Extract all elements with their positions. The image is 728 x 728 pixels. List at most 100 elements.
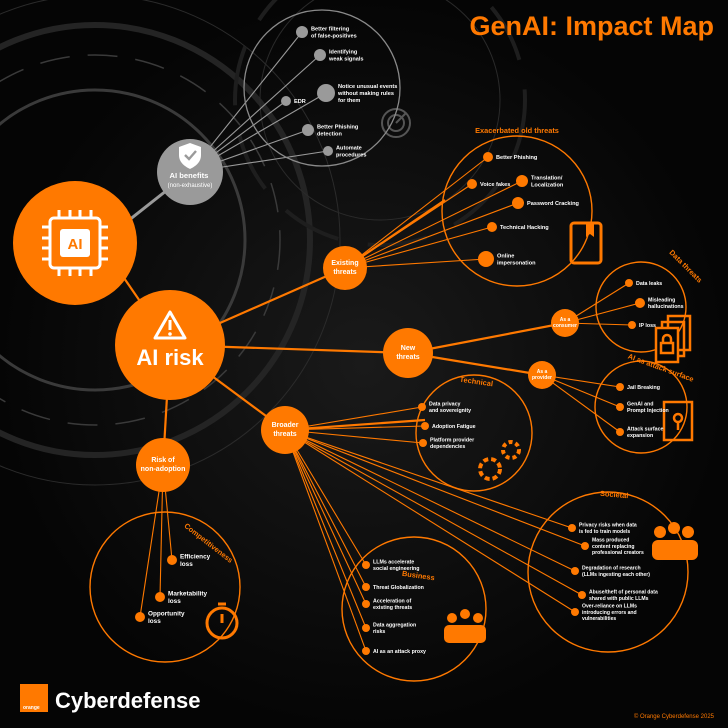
people-group-icon <box>652 522 698 560</box>
section-rings <box>89 135 689 682</box>
business-item-dot <box>362 583 370 591</box>
ai-benefits-label: AI benefits (non-exhaustive) <box>168 171 213 189</box>
business-item-label: AI as an attack proxy <box>373 649 426 655</box>
existing-threat-item: Better Phishing <box>483 152 538 162</box>
benefit-item-label-line: procedures <box>336 152 366 158</box>
brand-name: Cyberdefense <box>55 688 201 713</box>
societal-item-dot <box>578 591 586 599</box>
benefits-ring <box>243 9 401 167</box>
existing-threat-item: Technical Hacking <box>487 222 549 232</box>
societal-item-label-line: introducing errors and <box>582 610 637 616</box>
benefit-item-label: EDR <box>294 99 306 105</box>
data-threat-item-label-line: hallucinations <box>648 304 684 310</box>
business-item-label-line: risks <box>373 629 385 635</box>
business-item-dot <box>362 600 370 608</box>
data-threat-item-label-line: IP loss <box>639 323 656 329</box>
benefit-item: EDR <box>281 96 306 106</box>
warning-dot <box>168 332 172 336</box>
existing-threat-item-dot <box>487 222 497 232</box>
societal-item-label-line: (LLMs ingesting each other) <box>582 572 650 578</box>
societal-item-label-line: professional creators <box>592 550 644 556</box>
attack-surface-item-label-line: Jail Breaking <box>627 385 660 391</box>
societal-item-dot <box>568 524 576 532</box>
benefit-item-label-line: for them <box>338 98 360 104</box>
data-threat-item-label: IP loss <box>639 323 656 329</box>
data-threat-item-label-line: Misleading <box>648 298 675 304</box>
existing-threat-item: Password Cracking <box>512 197 580 209</box>
existing-threat-item-label-line: Translation/ <box>531 176 563 182</box>
benefit-item-label-line: EDR <box>294 99 306 105</box>
societal-item-label-line: shared with public LLMs <box>589 596 649 602</box>
business-item-label-line: Acceleration of <box>373 599 412 605</box>
documents-lock-icon <box>654 314 692 364</box>
technical-item-label-line: and sovereignity <box>429 408 471 414</box>
societal-item: Degradation of research(LLMs ingesting e… <box>571 566 650 578</box>
copyright: © Orange Cyberdefense 2025 <box>634 713 715 720</box>
business-item-label-line: Data aggregation <box>373 623 416 629</box>
business-item-label-line: social engineering <box>373 566 420 572</box>
ai-chip-node: AI <box>13 181 137 305</box>
check-mark <box>184 150 197 161</box>
benefit-item-dot <box>314 49 326 61</box>
attack-surface-item-label-line: Attack surface <box>627 427 664 433</box>
technical-item-dot <box>421 422 429 430</box>
existing-threat-item-dot <box>483 152 493 162</box>
warning-icon <box>153 310 187 340</box>
data-threat-item-label-line: Data leaks <box>636 281 662 287</box>
societal-item-label-line: content replacing <box>592 544 634 550</box>
business-item: Threat Globalization <box>362 583 424 591</box>
societal-item-label-line: is fed to train models <box>579 529 630 535</box>
competitiveness-item-dot <box>167 555 177 565</box>
societal-item-label-line: Over-reliance on LLMs <box>582 603 637 609</box>
logo-text: orange <box>23 705 40 711</box>
technical-item-dot <box>419 439 427 447</box>
attack-surface-item-dot <box>616 403 624 411</box>
benefit-item-label-line: Identifying <box>329 50 358 56</box>
technical-item-label-line: Data privacy <box>429 402 461 408</box>
existing-threat-item-label: Password Cracking <box>527 201 580 207</box>
existing-threat-item-label: Technical Hacking <box>500 225 549 231</box>
societal-item-dot <box>571 567 579 575</box>
attack-surface-item: Jail Breaking <box>616 383 660 391</box>
data-threat-item-dot <box>625 279 633 287</box>
technical-item-label-line: dependencies <box>430 444 465 450</box>
societal-item-label-line: Privacy risks when data <box>579 523 637 529</box>
existing-threat-item-label: Voice fakes <box>480 182 510 188</box>
existing-threat-item-label-line: Technical Hacking <box>500 225 549 231</box>
societal-item-label-line: Abuse/theft of personal data <box>589 590 658 596</box>
